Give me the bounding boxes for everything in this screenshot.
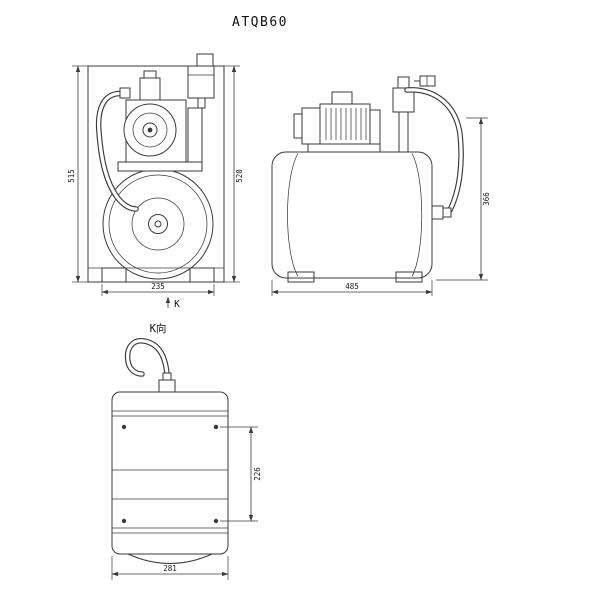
side-view: 485 366: [271, 75, 491, 296]
pump-side: [293, 75, 436, 153]
hose-front: [95, 90, 139, 212]
pump-base-plate: [307, 143, 381, 153]
fan-cover: [369, 109, 381, 145]
dim-front-width: 235: [151, 282, 165, 291]
top-view: K向 226: [111, 322, 262, 580]
bottom-dome-arc: [127, 553, 213, 564]
tank-screws: [121, 424, 219, 524]
motor-body: [319, 103, 371, 145]
tank-inlet-fitting: [431, 205, 444, 220]
frame-outline: [87, 65, 225, 283]
dim-top-height: 226: [253, 467, 262, 481]
motor-shaft: [147, 127, 153, 133]
side-dimensions: 485 366: [271, 117, 491, 296]
pump-head-cover: [293, 113, 303, 139]
terminal-box: [331, 91, 353, 105]
tank-end-circles: [102, 168, 214, 280]
front-dimensions: 515 520 235 K: [67, 65, 244, 310]
top-fitting-nut: [162, 372, 172, 381]
valve-top-fitting: [397, 76, 410, 89]
dim-front-height-right: 520: [235, 169, 244, 183]
switch-stem: [197, 97, 206, 109]
top-fitting: [158, 379, 176, 393]
tank-inlet-nut: [442, 207, 452, 218]
tank-foot-right: [395, 271, 423, 283]
dim-side-width: 485: [345, 282, 359, 291]
top-cap: [143, 70, 157, 79]
k-view-label: K向: [150, 322, 167, 335]
tank-top-seams: [112, 410, 228, 534]
dim-side-height: 366: [482, 192, 491, 206]
hose-port: [119, 87, 131, 99]
hose-side: [404, 87, 464, 213]
dim-top-width: 281: [163, 564, 177, 573]
tank-right-seam: [411, 153, 423, 277]
tank-top-outline: [111, 391, 229, 555]
valve-pipe: [398, 111, 409, 153]
top-dimensions: 226 281: [111, 426, 262, 580]
mounting-plate: [117, 161, 203, 172]
dim-front-height-left: 515: [67, 169, 76, 183]
hose-top: [124, 338, 170, 377]
pump-head: [301, 107, 321, 145]
foot-left: [101, 267, 127, 283]
pump-front: [119, 53, 215, 163]
top-bracket: [196, 53, 214, 67]
pressure-switch: [187, 65, 215, 99]
foot-right: [189, 267, 215, 283]
motor-fins: [325, 108, 367, 140]
motor-face-mid: [132, 112, 168, 148]
tank-side-outline: [271, 151, 433, 279]
motor-face-hub: [142, 122, 158, 138]
tank-foot-left: [287, 271, 315, 283]
valve-knob: [419, 75, 436, 87]
pump-pipe: [187, 107, 203, 163]
k-section-marker: K: [174, 299, 180, 310]
drawing-title: ATQB60: [232, 15, 288, 30]
tank-left-seam: [287, 153, 299, 277]
top-port: [139, 77, 161, 101]
front-view: 515 520 235 K: [67, 53, 244, 310]
